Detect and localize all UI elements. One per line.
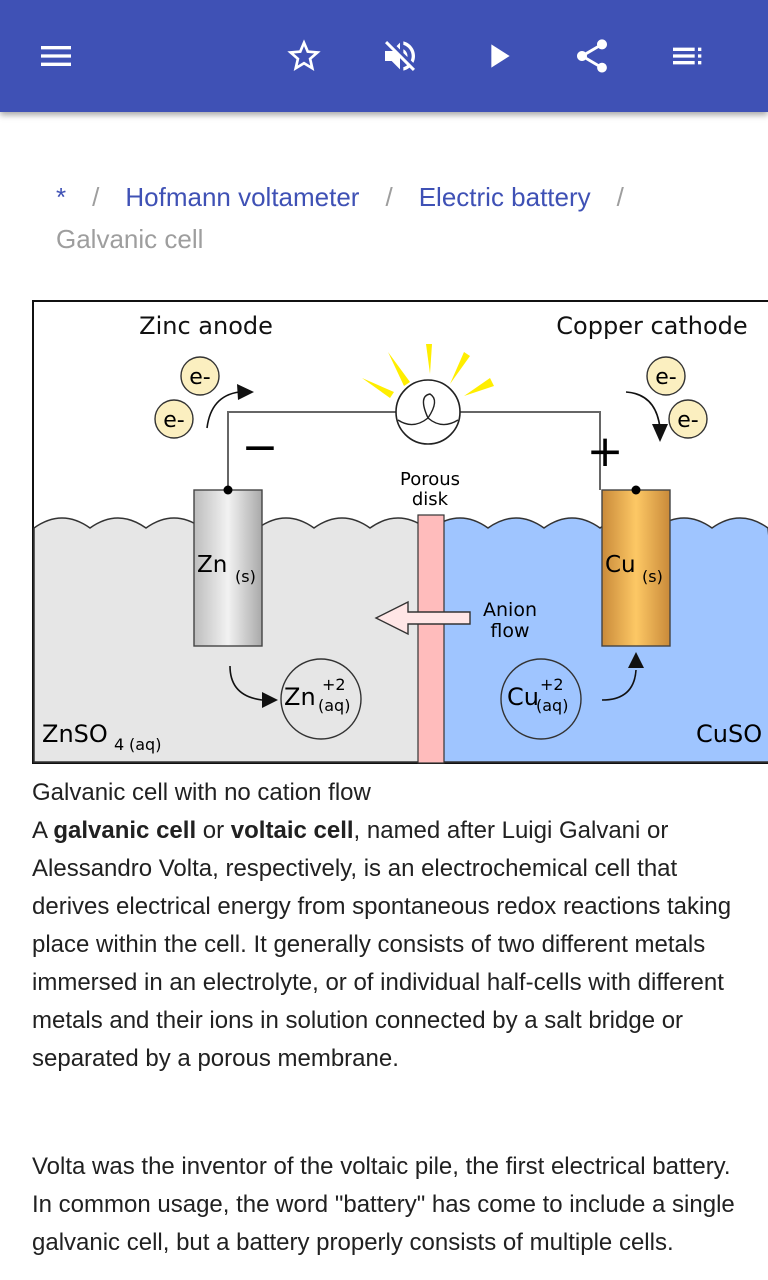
light-rays xyxy=(362,344,494,398)
svg-text:(s): (s) xyxy=(642,567,663,586)
menu-button[interactable] xyxy=(28,28,84,84)
svg-text:+2: +2 xyxy=(540,675,564,694)
svg-text:e-: e- xyxy=(163,408,184,433)
svg-text:Cu: Cu xyxy=(605,552,636,578)
breadcrumb-separator: / xyxy=(92,182,100,212)
list-icon xyxy=(673,47,702,65)
copper-ion xyxy=(500,658,582,740)
light-bulb xyxy=(395,379,461,445)
svg-text:4: 4 xyxy=(114,735,124,754)
svg-text:(aq): (aq) xyxy=(536,696,568,715)
zinc-anode-label: Zinc anode xyxy=(139,312,273,340)
figure-caption: Galvanic cell with no cation flow xyxy=(32,779,371,806)
breadcrumb-item-electric-battery[interactable]: Electric battery xyxy=(418,182,591,212)
porous-disk xyxy=(417,514,445,764)
svg-text:Porous: Porous xyxy=(400,469,460,490)
breadcrumb-current: Galvanic cell xyxy=(56,224,204,254)
zinc-ion xyxy=(280,658,362,740)
article-paragraph: A galvanic cell or voltaic cell, named a… xyxy=(32,817,732,1072)
svg-text:+: + xyxy=(587,426,624,477)
galvanic-cell-figure[interactable]: e- e- e- e- − + Zinc anode Copper cathod… xyxy=(32,300,768,764)
svg-text:CuSO: CuSO xyxy=(696,720,762,748)
copper-cathode-label: Copper cathode xyxy=(556,312,747,340)
svg-text:Zn: Zn xyxy=(197,552,227,578)
svg-text:+2: +2 xyxy=(322,675,346,694)
breadcrumb-item-home[interactable]: * xyxy=(56,182,67,212)
share-icon xyxy=(577,39,607,73)
bookmark-button[interactable] xyxy=(276,28,332,84)
svg-text:(s): (s) xyxy=(235,567,256,586)
svg-text:e-: e- xyxy=(655,365,676,390)
breadcrumb-item-hofmann-voltameter[interactable]: Hofmann voltameter xyxy=(125,182,360,212)
breadcrumb-separator: / xyxy=(616,182,624,212)
svg-text:ZnSO: ZnSO xyxy=(42,720,108,748)
play-icon xyxy=(491,44,510,68)
volume-off-icon xyxy=(385,41,415,71)
svg-text:e-: e- xyxy=(189,365,210,390)
article-paragraph: Volta was the inventor of the voltaic pi… xyxy=(32,1153,735,1256)
breadcrumb-separator: / xyxy=(385,182,393,212)
zinc-electrode xyxy=(193,489,263,647)
electron-particles xyxy=(154,356,708,439)
svg-text:e-: e- xyxy=(677,408,698,433)
svg-text:disk: disk xyxy=(412,489,449,510)
svg-text:flow: flow xyxy=(490,620,529,642)
svg-text:(aq): (aq) xyxy=(318,696,350,715)
svg-text:Cu: Cu xyxy=(507,683,539,711)
svg-text:Anion: Anion xyxy=(483,599,537,621)
share-button[interactable] xyxy=(564,28,620,84)
term-galvanic-cell: galvanic cell xyxy=(53,817,197,844)
copper-electrode xyxy=(601,489,671,647)
term-voltaic-cell: voltaic cell xyxy=(230,817,354,844)
play-button[interactable] xyxy=(470,28,526,84)
galvanic-cell-diagram: e- e- e- e- − + Zinc anode Copper cathod… xyxy=(32,300,768,764)
breadcrumb: * / Hofmann voltameter / Electric battery / Ga… xyxy=(56,176,736,260)
mute-button[interactable] xyxy=(372,28,428,84)
svg-text:(aq): (aq) xyxy=(129,735,161,754)
star-outline-icon xyxy=(287,39,321,71)
svg-text:Zn: Zn xyxy=(284,683,316,711)
svg-text:−: − xyxy=(242,422,279,473)
hamburger-menu-icon xyxy=(41,46,71,66)
contents-button[interactable] xyxy=(660,28,716,84)
app-bar xyxy=(0,0,768,112)
anion-flow-arrow xyxy=(374,600,471,636)
